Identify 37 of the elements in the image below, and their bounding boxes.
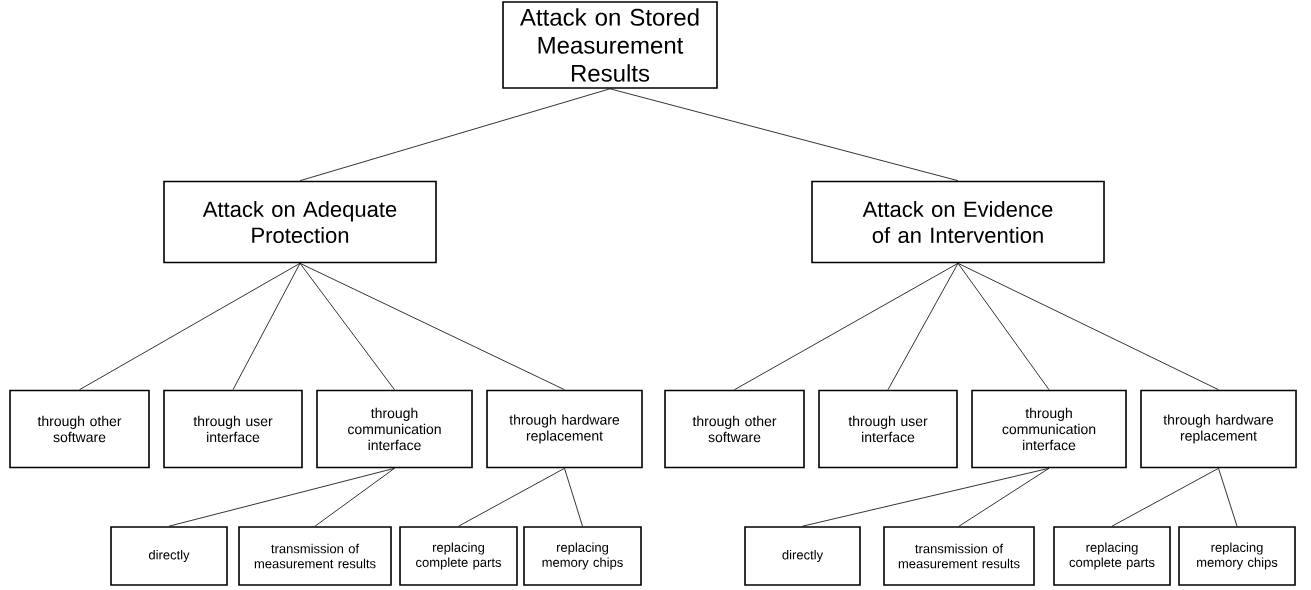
leaf-box: directly xyxy=(110,526,228,586)
connector-line xyxy=(957,262,1219,391)
leaf-box: through user interface xyxy=(818,389,958,469)
connector-line xyxy=(609,88,959,182)
connector-line xyxy=(299,88,611,182)
leaf-box: replacing memory chips xyxy=(1178,526,1296,586)
leaf-box: through communication interface xyxy=(316,389,473,469)
branch-box: Attack on Evidence of an Intervention xyxy=(811,180,1105,264)
leaf-box: through other software xyxy=(9,389,150,469)
connector-line xyxy=(958,467,1050,527)
connector-line xyxy=(314,467,395,527)
connector-line xyxy=(887,262,959,391)
leaf-box: through user interface xyxy=(163,389,303,469)
leaf-box: through communication interface xyxy=(971,389,1127,469)
connector-line xyxy=(802,467,1050,527)
connector-line xyxy=(564,467,583,527)
connector-line xyxy=(299,262,395,391)
root-box: Attack on Stored Measurement Results xyxy=(502,1,718,89)
connector-line xyxy=(79,262,301,391)
leaf-box: through other software xyxy=(664,389,805,469)
connector-line xyxy=(1111,467,1219,527)
connector-line xyxy=(168,467,395,527)
connector-line xyxy=(299,262,565,391)
leaf-box: directly xyxy=(744,526,861,586)
connector-line xyxy=(458,467,565,527)
connector-line xyxy=(957,262,1050,391)
connector-line xyxy=(232,262,301,391)
leaf-box: replacing complete parts xyxy=(1053,526,1171,586)
leaf-box: through hardware replacement xyxy=(1140,389,1297,469)
connector-line xyxy=(734,262,959,391)
leaf-box: transmission of measurement results xyxy=(238,526,392,586)
leaf-box: replacing memory chips xyxy=(523,526,642,586)
connector-line xyxy=(1218,467,1238,527)
leaf-box: through hardware replacement xyxy=(486,389,643,469)
leaf-box: transmission of measurement results xyxy=(883,526,1035,586)
branch-box: Attack on Adequate Protection xyxy=(163,180,437,264)
leaf-box: replacing complete parts xyxy=(399,526,518,586)
